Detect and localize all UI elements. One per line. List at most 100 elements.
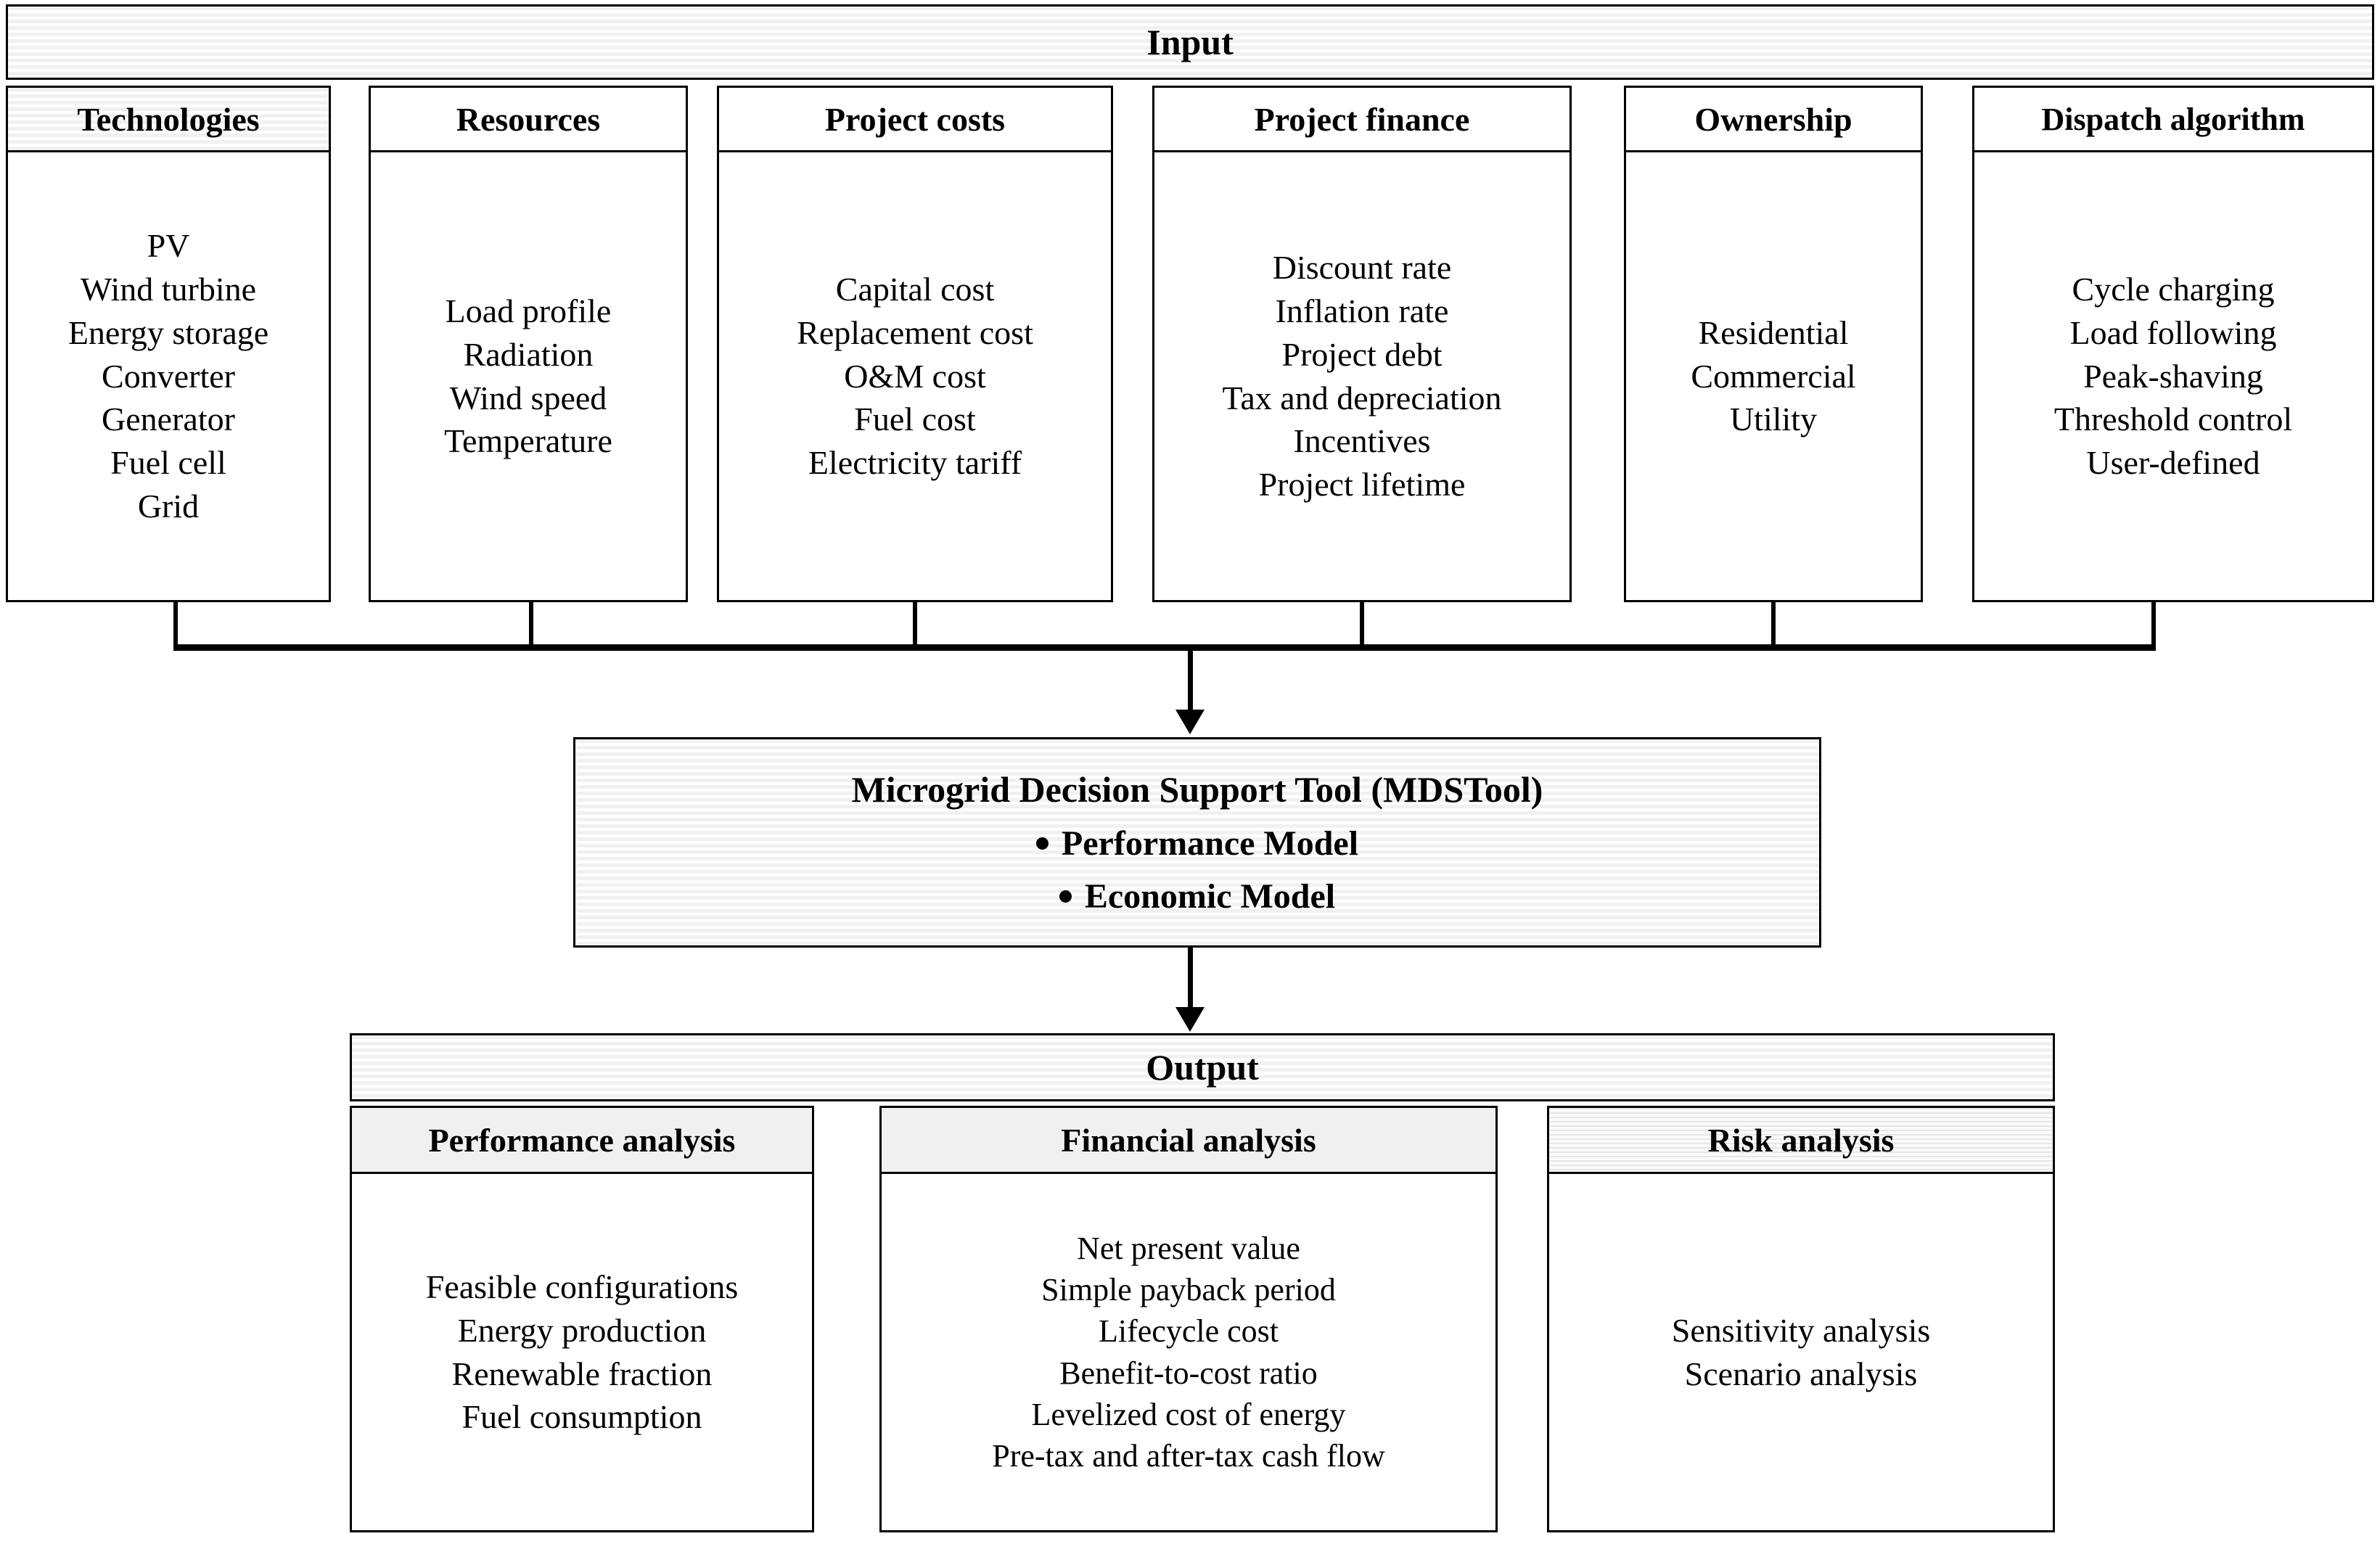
financial-analysis-header-label: Financial analysis — [1061, 1121, 1316, 1159]
list-item: Temperature — [444, 422, 612, 460]
connector-stub-ownership — [1771, 602, 1776, 644]
project-costs-item-list: Capital cost Replacement cost O&M cost F… — [719, 152, 1111, 600]
mdstool-title: Microgrid Decision Support Tool (MDSTool… — [851, 769, 1543, 810]
output-column-financial-analysis — [879, 1106, 1498, 1532]
list-item: Energy production — [457, 1311, 707, 1349]
list-item: Scenario analysis — [1684, 1355, 1918, 1392]
list-item: Capital cost — [835, 271, 995, 308]
list-item: Load following — [2069, 313, 2277, 351]
connector-stub-project-costs — [913, 602, 917, 644]
performance-analysis-header-fill — [352, 1108, 812, 1174]
list-item: PV — [147, 227, 190, 265]
list-item: Replacement cost — [797, 313, 1033, 351]
resources-item-list: Load profile Radiation Wind speed Temper… — [371, 152, 686, 600]
performance-analysis-header-label: Performance analysis — [428, 1121, 736, 1159]
mdstool-bullet-performance-model: Performance Model — [1035, 824, 1359, 863]
resources-header-label: Resources — [456, 100, 601, 138]
mdstool-box — [573, 737, 1821, 948]
input-column-dispatch-algorithm — [1972, 86, 2374, 602]
list-item: Energy storage — [67, 313, 269, 351]
financial-analysis-item-list: Net present value Simple payback period … — [882, 1174, 1495, 1530]
project-finance-item-list: Discount rate Inflation rate Project deb… — [1154, 152, 1569, 600]
list-item: Feasible configurations — [425, 1268, 739, 1305]
list-item: Discount rate — [1272, 249, 1452, 287]
list-item: Utility — [1729, 401, 1818, 438]
technologies-header-label: Technologies — [77, 100, 260, 138]
project-costs-header-fill — [719, 88, 1111, 152]
list-item: Incentives — [1293, 422, 1431, 460]
list-item: Electricity tariff — [808, 444, 1022, 482]
list-item: Levelized cost of energy — [1031, 1396, 1346, 1432]
list-item: Wind speed — [449, 379, 607, 416]
ownership-header-fill — [1626, 88, 1921, 152]
bus-to-tool-arrow-stem — [1188, 644, 1193, 715]
list-item: Threshold control — [2053, 401, 2293, 438]
dispatch-algorithm-item-list: Cycle charging Load following Peak-shavi… — [1974, 152, 2372, 600]
ownership-item-list: Residential Commercial Utility — [1626, 152, 1921, 600]
list-item: Sensitivity analysis — [1671, 1311, 1931, 1349]
bus-to-tool-arrow-head — [1175, 710, 1205, 734]
input-column-ownership — [1624, 86, 1923, 602]
output-column-performance-analysis — [350, 1106, 814, 1532]
list-item: Net present value — [1077, 1230, 1300, 1266]
connector-stub-dispatch-algorithm — [2151, 602, 2156, 644]
dispatch-algorithm-header-fill — [1974, 88, 2372, 152]
dispatch-algorithm-header-label: Dispatch algorithm — [2041, 101, 2305, 137]
list-item: Project debt — [1281, 335, 1443, 373]
list-item: Generator — [102, 401, 235, 438]
bullet-dot-icon — [1035, 837, 1049, 850]
input-column-project-finance — [1152, 86, 1572, 602]
output-column-risk-analysis — [1547, 1106, 2055, 1532]
list-item: Residential — [1698, 313, 1849, 351]
output-section-banner — [350, 1033, 2055, 1101]
financial-analysis-header-fill — [882, 1108, 1495, 1174]
list-item: Project lifetime — [1258, 466, 1466, 504]
list-item: Load profile — [445, 292, 612, 329]
list-item: Renewable fraction — [451, 1355, 713, 1392]
list-item: Inflation rate — [1275, 292, 1449, 329]
list-item: Wind turbine — [80, 271, 257, 308]
mdstool-bullet-label: Performance Model — [1061, 824, 1359, 863]
risk-analysis-header-label: Risk analysis — [1707, 1121, 1895, 1159]
input-section-title: Input — [1146, 22, 1234, 62]
list-item: Cycle charging — [2072, 271, 2275, 308]
list-item: Commercial — [1691, 357, 1856, 395]
resources-header-fill — [371, 88, 686, 152]
input-section-banner — [6, 4, 2374, 80]
list-item: Fuel consumption — [461, 1398, 702, 1436]
list-item: Peak-shaving — [2083, 357, 2263, 395]
risk-analysis-header-fill — [1549, 1108, 2053, 1174]
mdstool-bullet-economic-model: Economic Model — [1059, 876, 1335, 916]
list-item: Fuel cell — [110, 444, 226, 482]
list-item: Lifecycle cost — [1099, 1313, 1279, 1350]
technologies-item-list: PV Wind turbine Energy storage Converter… — [8, 152, 329, 600]
technologies-header-fill — [8, 88, 329, 152]
list-item: Radiation — [463, 335, 594, 373]
list-item: O&M cost — [844, 357, 986, 395]
tool-to-output-arrow-stem — [1188, 948, 1193, 1013]
list-item: Fuel cost — [854, 401, 976, 438]
connector-stub-resources — [529, 602, 533, 644]
list-item: Simple payback period — [1041, 1272, 1336, 1308]
mdstool-content: Microgrid Decision Support Tool (MDSTool… — [573, 737, 1821, 948]
list-item: Tax and depreciation — [1222, 379, 1502, 416]
mdstool-bullet-label: Economic Model — [1084, 877, 1336, 916]
list-item: Pre-tax and after-tax cash flow — [992, 1437, 1385, 1474]
input-column-project-costs — [717, 86, 1113, 602]
connector-stub-technologies — [173, 602, 178, 644]
ownership-header-label: Ownership — [1694, 100, 1852, 138]
list-item: Benefit-to-cost ratio — [1059, 1355, 1318, 1391]
list-item: User-defined — [2086, 444, 2260, 482]
risk-analysis-item-list: Sensitivity analysis Scenario analysis — [1549, 1174, 2053, 1530]
project-costs-header-label: Project costs — [824, 100, 1006, 138]
project-finance-header-label: Project finance — [1254, 100, 1470, 138]
list-item: Grid — [137, 487, 200, 525]
connector-stub-project-finance — [1360, 602, 1364, 644]
output-section-title: Output — [1146, 1047, 1259, 1088]
list-item: Converter — [102, 357, 235, 395]
performance-analysis-item-list: Feasible configurations Energy productio… — [352, 1174, 812, 1530]
input-column-technologies — [6, 86, 331, 602]
project-finance-header-fill — [1154, 88, 1569, 152]
input-bus-bar — [173, 644, 2156, 651]
